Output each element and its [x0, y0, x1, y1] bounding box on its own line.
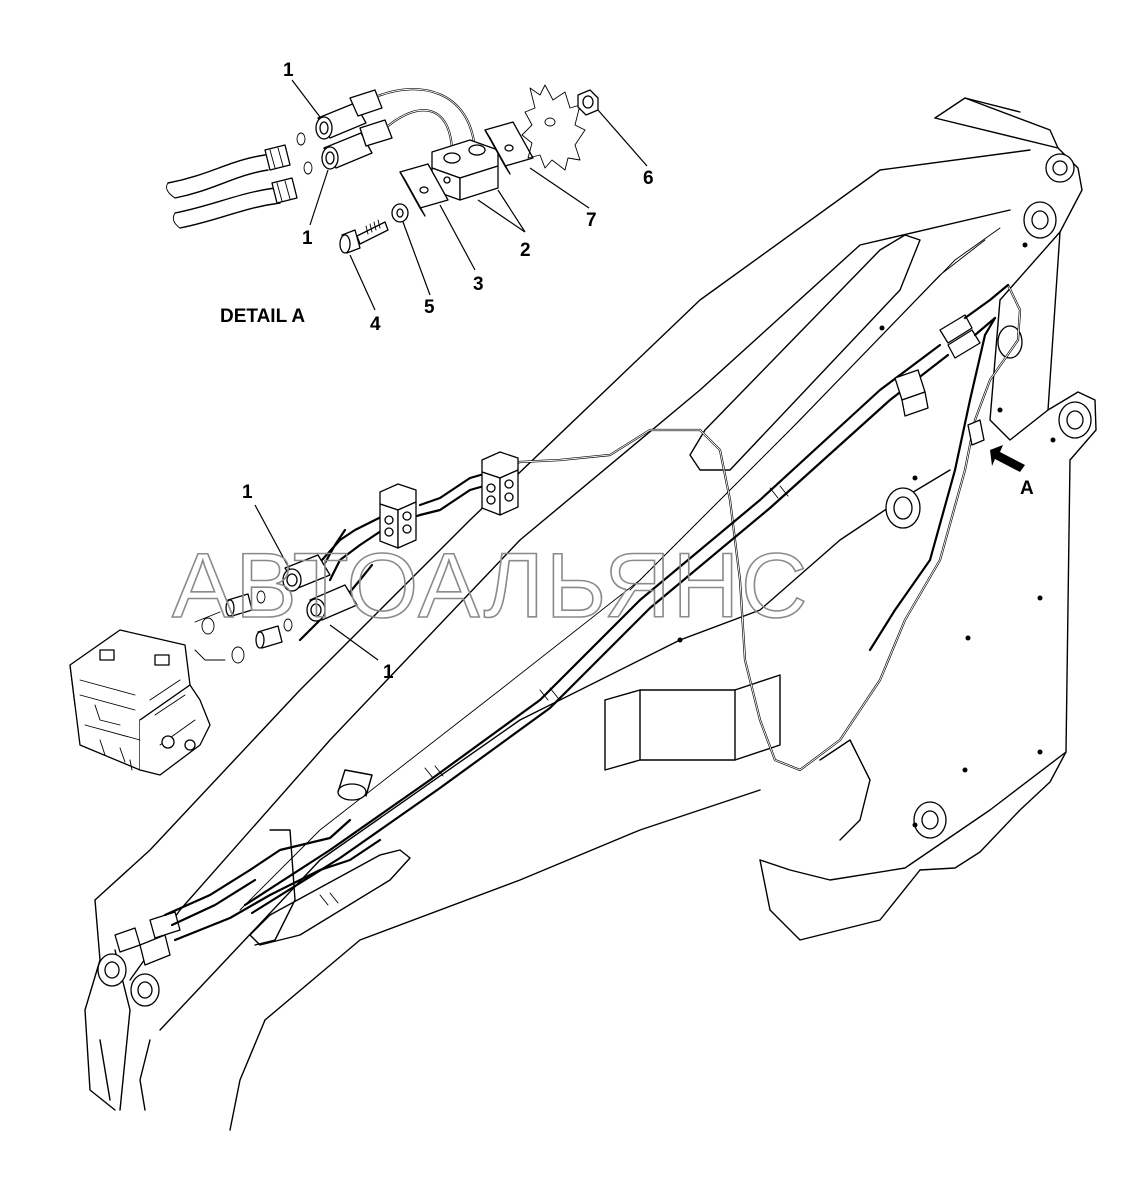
- main-fitting-lower: [306, 563, 374, 622]
- callout-detail-backing-plate: 7: [586, 210, 597, 231]
- detail-nut: [577, 89, 599, 116]
- main-clamp-upper: [481, 451, 519, 516]
- detail-plate: [399, 163, 449, 217]
- watermark: АВТОАЛЬЯНС: [172, 535, 810, 637]
- detail-fitting-top: [315, 89, 383, 140]
- detail-fitting-bottom: [321, 119, 393, 170]
- detail-washer: [391, 203, 409, 223]
- boom-lug: [337, 783, 367, 801]
- callout-detail-plate: 3: [473, 274, 484, 295]
- detail-bolt: [339, 219, 389, 254]
- callout-detail-washer: 5: [424, 297, 435, 318]
- boom-end-coupling: [939, 283, 1010, 359]
- view-arrow-a: [990, 445, 1025, 472]
- callout-main-fitting-upper: 1: [242, 482, 253, 503]
- view-marker-label: A: [1020, 478, 1034, 499]
- callout-detail-bolt: 4: [370, 314, 381, 335]
- detail-mounting-bracket: [521, 84, 586, 171]
- boom-arm: [94, 97, 1097, 1131]
- main-clamp-lower: [379, 483, 417, 549]
- adapter-lower: [255, 625, 283, 649]
- callout-detail-nut: 6: [643, 168, 654, 189]
- control-valve-block: [69, 629, 211, 776]
- detail-pipe-nut-bottom: [271, 177, 298, 204]
- main-fitting-upper: [282, 528, 347, 592]
- detail-clamp: [431, 139, 499, 201]
- detail-backing-plate: [484, 121, 534, 175]
- callout-leaders: [254, 79, 648, 661]
- detail-pipe-nut-top: [264, 144, 291, 171]
- callout-detail-fitting-bottom: 1: [302, 228, 313, 249]
- lower-pivot-assembly: [84, 868, 272, 1111]
- detail-a-view: [166, 84, 599, 254]
- detail-title: DETAIL A: [220, 306, 305, 327]
- adapter-upper: [225, 593, 253, 617]
- callout-detail-fitting-top: 1: [283, 60, 294, 81]
- callout-main-fitting-lower: 1: [383, 662, 394, 683]
- callout-detail-clamp: 2: [520, 240, 531, 261]
